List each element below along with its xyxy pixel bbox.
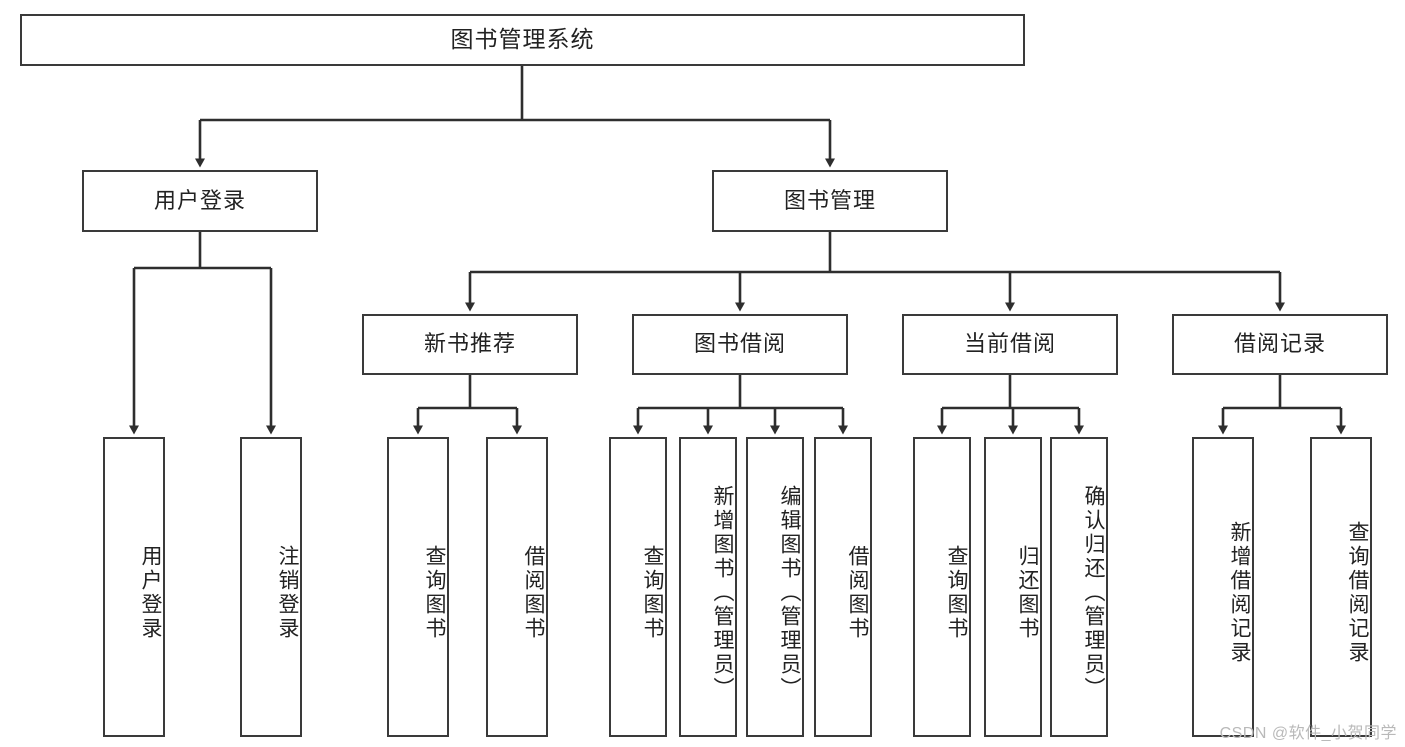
edge-group-book-mgmt: [465, 232, 1285, 312]
leaf-query-books-borrow[interactable]: 查询图书: [609, 437, 667, 737]
node-root-system[interactable]: 图书管理系统: [20, 14, 1025, 66]
edge-group-borrow: [633, 375, 848, 435]
leaf-edit-book-admin-label: 编辑图书（管理员）: [778, 485, 801, 701]
leaf-confirm-return-admin-label: 确认归还（管理员）: [1082, 485, 1105, 701]
watermark: CSDN @软件_小贺同学: [1219, 725, 1397, 742]
leaf-confirm-return-admin[interactable]: 确认归还（管理员）: [1050, 437, 1108, 737]
edge-group-records: [1218, 375, 1346, 435]
leaf-borrow-books-new-label: 借阅图书: [522, 545, 545, 641]
node-user-login[interactable]: 用户登录: [82, 170, 318, 232]
edge-group-new-books: [413, 375, 522, 435]
leaf-borrow-book-label: 借阅图书: [846, 545, 869, 641]
node-new-book-recommendation[interactable]: 新书推荐: [362, 314, 578, 375]
leaf-add-borrow-record[interactable]: 新增借阅记录: [1192, 437, 1254, 737]
leaf-return-book[interactable]: 归还图书: [984, 437, 1042, 737]
leaf-borrow-book[interactable]: 借阅图书: [814, 437, 872, 737]
node-user-login-label: 用户登录: [153, 187, 246, 213]
leaf-user-login[interactable]: 用户登录: [103, 437, 165, 737]
leaf-logout[interactable]: 注销登录: [240, 437, 302, 737]
node-current-borrowing-label: 当前借阅: [963, 331, 1056, 357]
node-borrow-records[interactable]: 借阅记录: [1172, 314, 1388, 375]
leaf-add-book-admin-label: 新增图书（管理员）: [711, 485, 734, 701]
leaf-query-books-borrow-label: 查询图书: [641, 545, 664, 641]
node-book-management-label: 图书管理: [783, 187, 876, 213]
leaf-query-borrow-record-label: 查询借阅记录: [1346, 521, 1369, 665]
edge-group-root: [195, 66, 835, 168]
leaf-query-books-current[interactable]: 查询图书: [913, 437, 971, 737]
node-book-borrowing-label: 图书借阅: [693, 331, 786, 357]
leaf-query-books-new[interactable]: 查询图书: [387, 437, 449, 737]
leaf-logout-label: 注销登录: [276, 545, 299, 641]
edge-group-current: [937, 375, 1084, 435]
leaf-query-books-current-label: 查询图书: [945, 545, 968, 641]
leaf-query-books-new-label: 查询图书: [423, 545, 446, 641]
leaf-borrow-books-new[interactable]: 借阅图书: [486, 437, 548, 737]
node-book-borrowing[interactable]: 图书借阅: [632, 314, 848, 375]
node-root-label: 图书管理系统: [450, 26, 595, 53]
leaf-add-book-admin[interactable]: 新增图书（管理员）: [679, 437, 737, 737]
leaf-user-login-label: 用户登录: [139, 545, 162, 641]
edge-group-user-login: [129, 232, 276, 435]
leaf-edit-book-admin[interactable]: 编辑图书（管理员）: [746, 437, 804, 737]
leaf-add-borrow-record-label: 新增借阅记录: [1228, 521, 1251, 665]
leaf-return-book-label: 归还图书: [1016, 545, 1039, 641]
node-book-management[interactable]: 图书管理: [712, 170, 948, 232]
node-borrow-records-label: 借阅记录: [1233, 331, 1326, 357]
node-new-book-recommendation-label: 新书推荐: [423, 331, 516, 357]
node-current-borrowing[interactable]: 当前借阅: [902, 314, 1118, 375]
leaf-query-borrow-record[interactable]: 查询借阅记录: [1310, 437, 1372, 737]
